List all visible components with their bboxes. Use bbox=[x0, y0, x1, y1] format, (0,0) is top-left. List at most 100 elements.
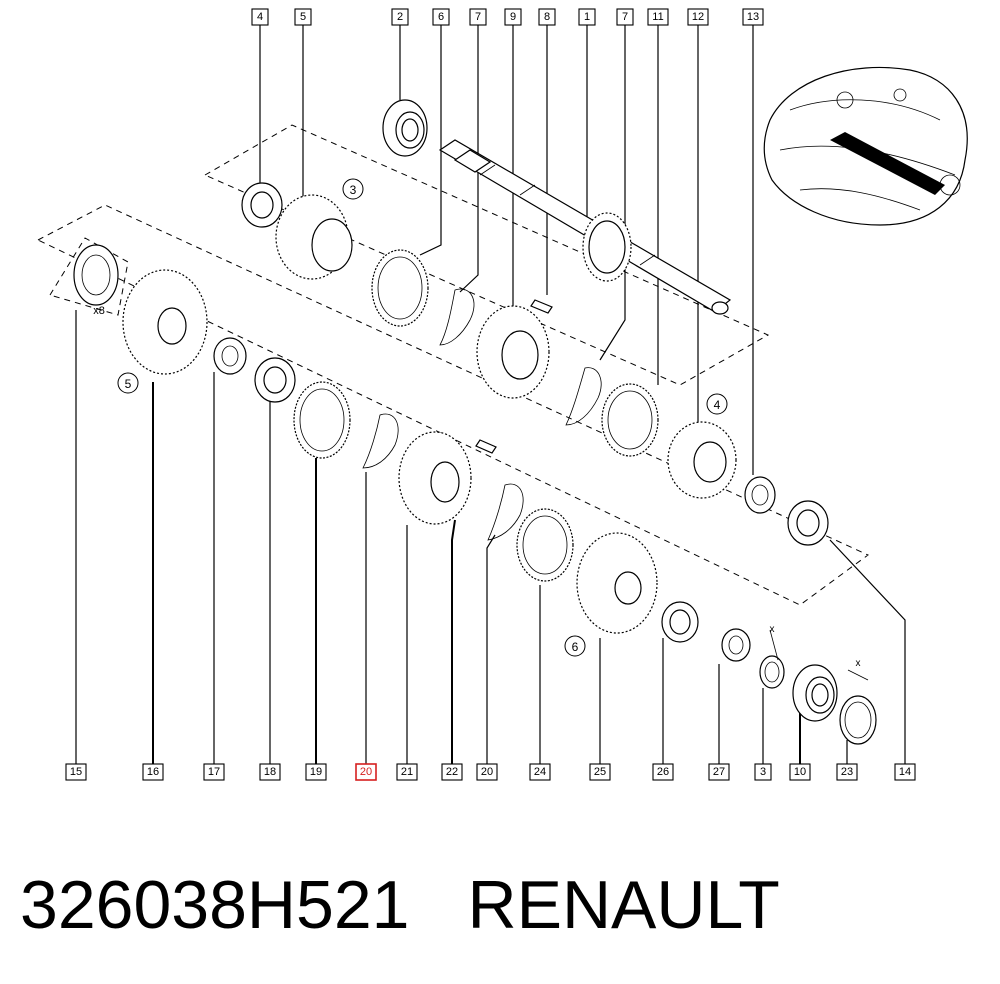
cross-mark-2: x bbox=[856, 658, 861, 669]
callout-bottom-16[interactable]: 16 bbox=[142, 763, 164, 781]
key-8 bbox=[530, 299, 553, 314]
callout-top-5[interactable]: 5 bbox=[294, 8, 312, 26]
snap-ring-23 bbox=[839, 669, 877, 745]
callout-bottom-25[interactable]: 25 bbox=[589, 763, 611, 781]
svg-text:22: 22 bbox=[446, 766, 458, 778]
svg-text:10: 10 bbox=[794, 766, 806, 778]
washer-15 bbox=[73, 244, 119, 306]
gearbox-thumbnail bbox=[763, 66, 968, 226]
needle-bearing-26 bbox=[661, 601, 699, 643]
svg-text:16: 16 bbox=[147, 766, 159, 778]
callout-top-13[interactable]: 13 bbox=[742, 8, 764, 26]
group-label-5: 5 bbox=[117, 372, 139, 394]
svg-text:15: 15 bbox=[70, 766, 82, 778]
needle-bearing-4 bbox=[241, 182, 283, 228]
callout-bottom-26[interactable]: 26 bbox=[652, 763, 674, 781]
group-label-4: 4 bbox=[706, 393, 728, 415]
spring-7b bbox=[565, 367, 602, 426]
callout-top-8[interactable]: 8 bbox=[538, 8, 556, 26]
sync-ring-24 bbox=[516, 508, 574, 582]
circlip-3 bbox=[759, 629, 785, 689]
callout-bottom-21[interactable]: 21 bbox=[396, 763, 418, 781]
svg-text:24: 24 bbox=[534, 766, 546, 778]
svg-text:7: 7 bbox=[622, 11, 628, 23]
ball-bearing-10 bbox=[792, 664, 838, 722]
svg-text:17: 17 bbox=[208, 766, 220, 778]
quantity-note: x8 bbox=[93, 305, 105, 317]
bushing-13 bbox=[744, 476, 776, 514]
sync-ring-6 bbox=[371, 249, 429, 327]
svg-text:11: 11 bbox=[652, 11, 663, 23]
washer-group-outline bbox=[49, 237, 129, 316]
highlighted-shaft-silhouette bbox=[830, 132, 945, 195]
bushing-17 bbox=[213, 337, 247, 375]
callout-top-6[interactable]: 6 bbox=[432, 8, 450, 26]
brand-name: RENAULT bbox=[467, 867, 780, 943]
group-label-3: 3 bbox=[342, 178, 364, 200]
part-number: 326038H521 bbox=[20, 867, 410, 943]
callout-bottom-22[interactable]: 22 bbox=[441, 763, 463, 781]
needle-bearing-14 bbox=[787, 500, 829, 546]
svg-text:5: 5 bbox=[125, 377, 132, 391]
svg-text:13: 13 bbox=[747, 11, 759, 23]
exploded-gear-diagram: x x x8 3 5 4 6 4 5 2 6 7 9 8 1 7 11 12 1… bbox=[36, 8, 968, 781]
callout-bottom-17[interactable]: 17 bbox=[203, 763, 225, 781]
svg-text:21: 21 bbox=[401, 766, 413, 778]
needle-bearing-18 bbox=[254, 357, 296, 403]
key-22 bbox=[475, 439, 497, 454]
bushing-27 bbox=[721, 628, 751, 662]
input-shaft bbox=[438, 139, 732, 315]
gear-9 bbox=[476, 305, 550, 399]
svg-text:9: 9 bbox=[510, 11, 516, 23]
spring-7a bbox=[439, 288, 475, 346]
callout-bottom-24[interactable]: 24 bbox=[529, 763, 551, 781]
callout-bottom-20-highlighted[interactable]: 20 bbox=[355, 763, 377, 781]
cross-mark-1: x bbox=[770, 624, 775, 635]
svg-text:3: 3 bbox=[760, 766, 766, 778]
gear-25 bbox=[576, 532, 658, 634]
callout-top-7a[interactable]: 7 bbox=[469, 8, 487, 26]
svg-text:26: 26 bbox=[657, 766, 669, 778]
gear-16 bbox=[122, 269, 208, 375]
spring-20a bbox=[362, 413, 399, 469]
svg-text:18: 18 bbox=[264, 766, 276, 778]
svg-text:6: 6 bbox=[572, 640, 579, 654]
svg-text:4: 4 bbox=[257, 11, 263, 23]
svg-text:20: 20 bbox=[481, 766, 493, 778]
lower-shaft-outline bbox=[36, 204, 869, 606]
sync-ring-19 bbox=[293, 381, 351, 459]
gear-5 bbox=[275, 194, 353, 280]
callout-top-11[interactable]: 11 bbox=[647, 8, 669, 26]
callout-top-12[interactable]: 12 bbox=[687, 8, 709, 26]
callout-top-9[interactable]: 9 bbox=[504, 8, 522, 26]
spring-20b bbox=[487, 483, 524, 541]
callout-bottom-3[interactable]: 3 bbox=[754, 763, 772, 781]
gear-21 bbox=[398, 431, 472, 525]
svg-text:1: 1 bbox=[584, 11, 590, 23]
callout-top-1[interactable]: 1 bbox=[578, 8, 596, 26]
callout-top-7b[interactable]: 7 bbox=[616, 8, 634, 26]
callout-bottom-19[interactable]: 19 bbox=[305, 763, 327, 781]
svg-text:3: 3 bbox=[350, 183, 357, 197]
callout-top-4[interactable]: 4 bbox=[251, 8, 269, 26]
svg-text:20: 20 bbox=[360, 766, 372, 778]
callout-bottom-20b[interactable]: 20 bbox=[476, 763, 498, 781]
callout-bottom-14[interactable]: 14 bbox=[894, 763, 916, 781]
svg-text:2: 2 bbox=[397, 11, 403, 23]
svg-text:4: 4 bbox=[714, 398, 721, 412]
callout-top-2[interactable]: 2 bbox=[391, 8, 409, 26]
callout-bottom-27[interactable]: 27 bbox=[708, 763, 730, 781]
callout-bottom-18[interactable]: 18 bbox=[259, 763, 281, 781]
sync-ring-11 bbox=[601, 383, 659, 457]
svg-text:6: 6 bbox=[438, 11, 444, 23]
part-caption: 326038H521 RENAULT bbox=[20, 855, 780, 955]
svg-text:27: 27 bbox=[713, 766, 725, 778]
callout-bottom-23[interactable]: 23 bbox=[836, 763, 858, 781]
callout-bottom-10[interactable]: 10 bbox=[789, 763, 811, 781]
svg-text:14: 14 bbox=[899, 766, 911, 778]
bottom-leader-lines bbox=[75, 310, 906, 764]
callout-bottom-15[interactable]: 15 bbox=[65, 763, 87, 781]
shaft-gear-1 bbox=[582, 212, 632, 282]
svg-text:19: 19 bbox=[310, 766, 322, 778]
bottom-callouts: 15 16 17 18 19 20 21 22 20 24 25 26 27 3… bbox=[65, 763, 916, 781]
